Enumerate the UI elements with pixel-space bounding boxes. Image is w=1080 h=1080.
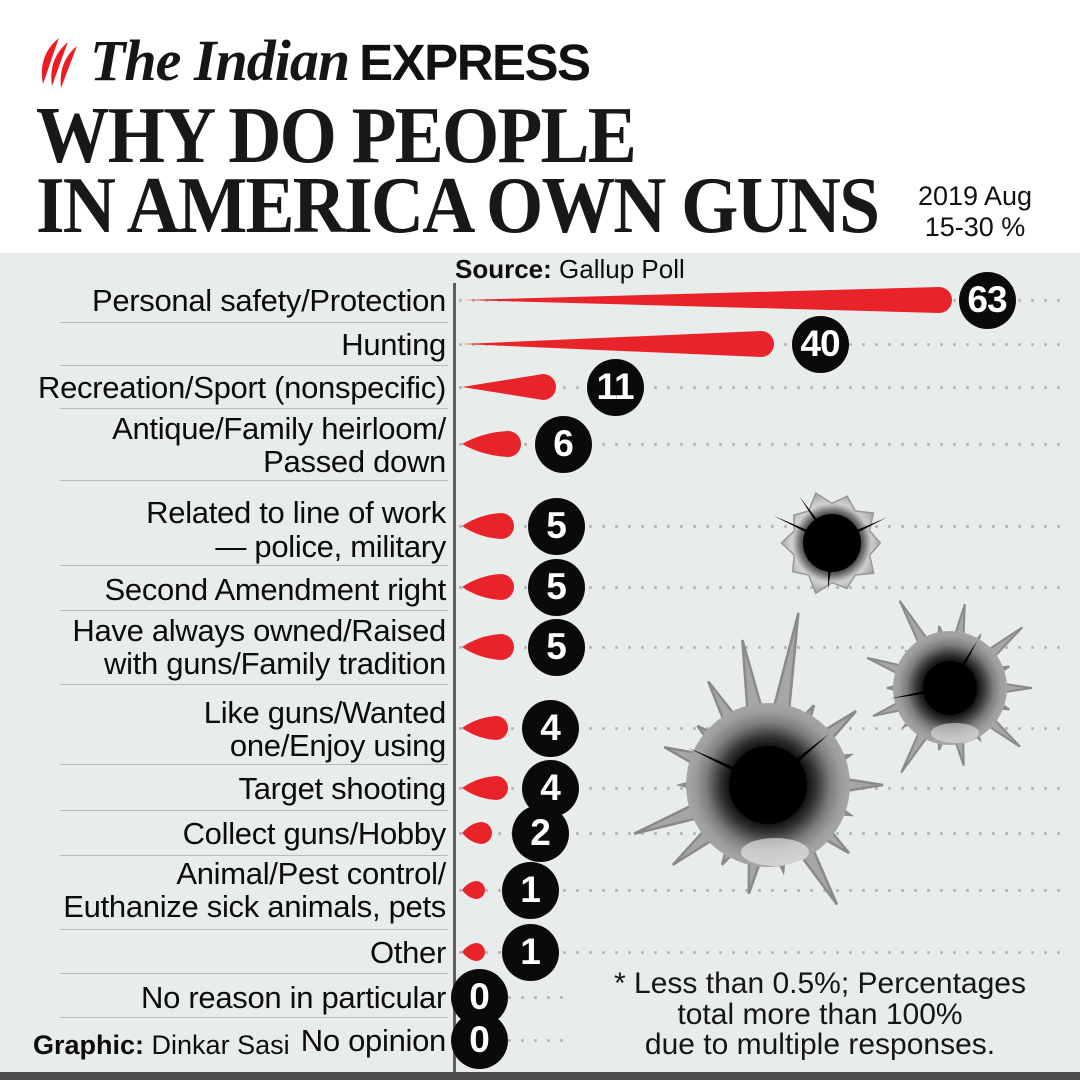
footnote-line-1: * Less than 0.5%; Percentages xyxy=(614,967,1026,1000)
row-gridline xyxy=(459,951,1062,954)
category-label: Collect guns/Hobby xyxy=(182,816,447,851)
credit-label: Graphic: xyxy=(33,1030,145,1060)
category-label: one/Enjoy using xyxy=(229,728,446,763)
row-separator xyxy=(60,408,448,409)
bullet-streak-bar xyxy=(462,431,521,457)
survey-period: 2019 Aug 15-30 % xyxy=(905,181,1045,243)
row-separator xyxy=(60,480,448,481)
category-label: Euthanize sick animals, pets xyxy=(63,889,446,924)
brand-name-serif: The Indian xyxy=(90,28,350,93)
bullet-streak-bar xyxy=(462,716,508,740)
chart-axis xyxy=(453,283,456,1072)
flame-stroke xyxy=(41,38,59,84)
bullet-streak-shape xyxy=(462,513,514,539)
source-line: Source: Gallup Poll xyxy=(455,254,685,284)
category-label: Target shooting xyxy=(238,771,447,806)
bullet-streak-bar xyxy=(462,634,514,660)
category-label: Second Amendment right xyxy=(104,572,447,607)
bullet-streak-shape xyxy=(462,776,508,800)
bullet-streak-shape xyxy=(462,374,556,400)
bullet-streak-shape xyxy=(462,822,492,844)
row-gridline xyxy=(459,525,1062,528)
row-gridline xyxy=(508,996,570,999)
source-value: Gallup Poll xyxy=(559,254,685,284)
bullet-streak-shape xyxy=(462,287,952,313)
category-label: Related to line of work xyxy=(146,495,446,530)
value-badge: 5 xyxy=(527,618,585,676)
survey-period-line-1: 2019 Aug xyxy=(917,181,1033,211)
bullet-streak-shape xyxy=(462,331,774,357)
category-label: Like guns/Wanted xyxy=(203,695,447,730)
credit-value: Dinkar Sasi xyxy=(151,1030,290,1060)
value-badge: 0 xyxy=(450,1011,508,1069)
value-badge: 11 xyxy=(586,358,644,416)
value-badge: 63 xyxy=(958,271,1016,329)
bullet-streak-bar xyxy=(462,881,485,899)
bullet-streak-shape xyxy=(462,574,514,600)
bullet-streak-bar xyxy=(462,374,556,400)
row-separator xyxy=(60,1017,448,1018)
value-badge: 1 xyxy=(501,861,559,919)
category-label: — police, military xyxy=(215,529,446,564)
row-separator xyxy=(60,565,448,566)
survey-period-line-2: 15-30 % xyxy=(924,212,1026,242)
value-badge: 4 xyxy=(521,699,579,757)
indian-express-flame-icon xyxy=(41,38,77,88)
bullet-streak-bar xyxy=(462,574,514,600)
row-gridline xyxy=(459,386,1062,389)
bullet-streak-shape xyxy=(462,943,485,961)
page-title-line-1: WHY DO PEOPLE xyxy=(36,92,637,180)
footnote-line-3: due to multiple responses. xyxy=(644,1028,996,1061)
bullet-streak-bar xyxy=(462,822,492,844)
value-badge: 6 xyxy=(534,415,592,473)
bullet-streak-shape xyxy=(462,634,514,660)
row-gridline xyxy=(459,443,1062,446)
category-label: Have always owned/Raised xyxy=(72,613,446,648)
row-gridline xyxy=(459,586,1062,589)
row-separator xyxy=(60,973,448,974)
bullet-streak-bar xyxy=(462,331,774,357)
category-label: No opinion xyxy=(300,1023,447,1058)
graphic-credit: Graphic: Dinkar Sasi xyxy=(33,1028,290,1062)
bullet-streak-shape xyxy=(462,881,485,899)
masthead: The Indian EXPRESS xyxy=(38,28,591,93)
bullet-streak-shape xyxy=(462,716,508,740)
bullet-streak-shape xyxy=(462,431,521,457)
row-separator xyxy=(60,855,448,856)
row-separator xyxy=(60,929,448,930)
footnote: * Less than 0.5%; Percentages total more… xyxy=(553,967,1080,1061)
flame-stroke xyxy=(51,42,68,86)
row-separator xyxy=(60,610,448,611)
value-badge: 5 xyxy=(527,497,585,555)
category-label: Antique/Family heirloom/ xyxy=(112,411,446,446)
page-title-line-2: IN AMERICA OWN GUNS xyxy=(36,162,880,250)
bullet-streak-bar xyxy=(462,776,508,800)
value-badge: 2 xyxy=(511,804,569,862)
row-separator xyxy=(60,365,448,366)
bottom-strip xyxy=(0,1072,1080,1080)
category-label: No reason in particular xyxy=(141,980,446,1015)
value-badge: 5 xyxy=(527,558,585,616)
row-gridline xyxy=(508,1039,570,1042)
footnote-line-2: total more than 100% xyxy=(677,997,963,1031)
category-label: Personal safety/Protection xyxy=(91,283,446,318)
row-separator xyxy=(60,322,448,323)
value-badge: 40 xyxy=(791,315,849,373)
category-label: Animal/Pest control/ xyxy=(176,856,446,891)
category-label: with guns/Family tradition xyxy=(104,646,446,681)
category-label: Hunting xyxy=(341,327,446,362)
row-separator xyxy=(60,764,448,765)
category-label: Passed down xyxy=(263,444,446,479)
bullet-streak-bar xyxy=(462,513,514,539)
source-label: Source: xyxy=(455,254,552,284)
bullet-streak-bar xyxy=(462,943,485,961)
row-separator xyxy=(60,684,448,685)
category-label: Other xyxy=(369,935,446,970)
category-label: Recreation/Sport (nonspecific) xyxy=(38,370,446,405)
brand-name-sans: EXPRESS xyxy=(359,34,591,91)
row-separator xyxy=(60,810,448,811)
flame-stroke xyxy=(60,46,77,88)
bullet-streak-bar xyxy=(462,287,952,313)
value-badge: 1 xyxy=(501,923,559,981)
